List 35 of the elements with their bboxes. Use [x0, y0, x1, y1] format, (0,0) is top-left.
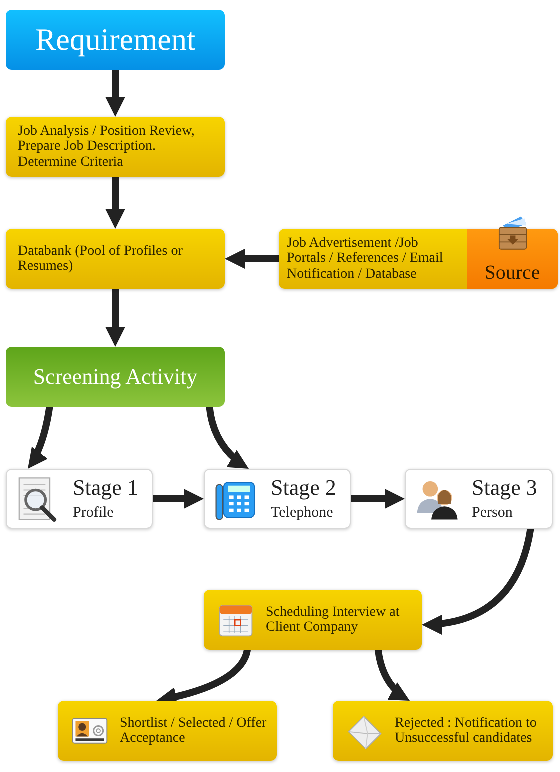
node-text: Databank (Pool of Profiles or Resumes) [18, 244, 184, 274]
node-title: Stage 1 [73, 476, 138, 501]
process-box [6, 117, 225, 177]
stage-card [204, 469, 351, 529]
process-box [58, 701, 277, 761]
process-box [6, 347, 225, 407]
arrow [351, 489, 405, 509]
node-text: Requirement [35, 22, 196, 58]
arrow [106, 177, 126, 229]
node-title: Stage 3 [472, 476, 538, 501]
stage-card [405, 469, 553, 529]
node-text: Job Analysis / Position Review, Prepare Job Description. Determine Criteria [18, 124, 196, 170]
process-box [333, 701, 553, 761]
node-subtitle: Profile [73, 504, 115, 522]
node-subtitle: Person [472, 504, 514, 522]
stage-card [6, 469, 153, 529]
node-text: Rejected : Notification to Unsuccessful candidates [395, 716, 538, 746]
node-text: Screening Activity [33, 364, 198, 390]
node-text: Source [484, 262, 540, 285]
arrow [106, 289, 126, 347]
node-title: Stage 2 [271, 476, 336, 501]
arrow [225, 249, 279, 269]
arrow [106, 70, 126, 117]
process-box [6, 229, 225, 289]
node-text: Shortlist / Selected / Offer Acceptance [120, 716, 268, 746]
arrow [206, 406, 251, 472]
arrow [25, 406, 54, 472]
process-box [204, 590, 422, 650]
node-text: Scheduling Interview at Client Company [266, 604, 401, 636]
arrow [153, 489, 204, 509]
title-box [6, 10, 225, 70]
node-subtitle: Telephone [271, 504, 334, 522]
node-text: Job Advertisement /Job Portals / References / Email Notification / Database [287, 236, 444, 282]
arrow [374, 650, 412, 704]
arrow [422, 528, 534, 634]
